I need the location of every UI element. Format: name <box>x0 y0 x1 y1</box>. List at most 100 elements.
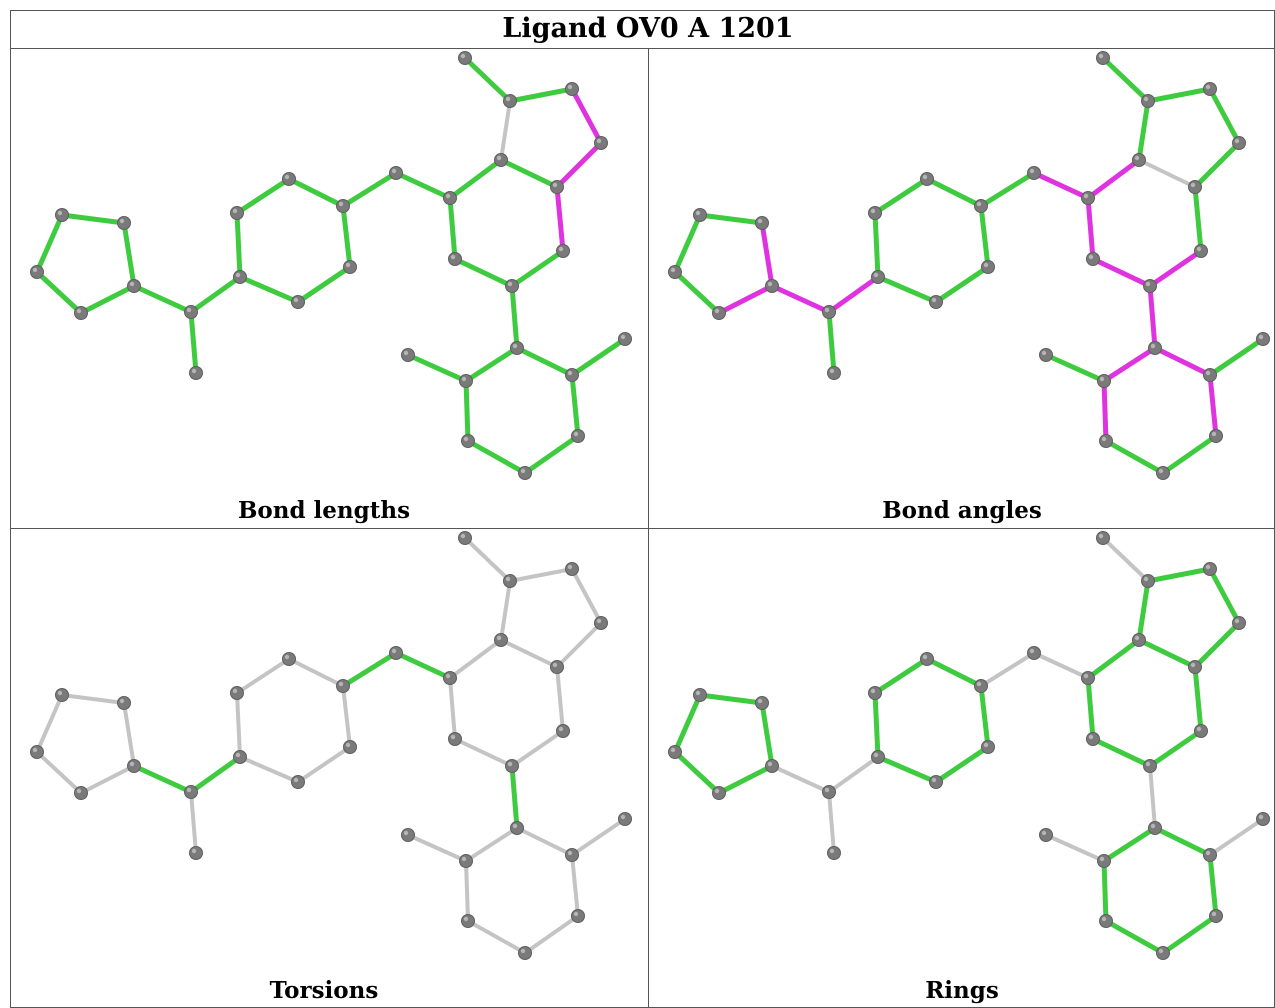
panel-bond-lengths <box>30 51 632 480</box>
atom-highlight <box>1083 673 1089 679</box>
panel-torsions <box>30 531 632 960</box>
atom-highlight <box>1143 96 1149 102</box>
atom-highlight <box>460 53 466 59</box>
atom <box>230 206 244 220</box>
bond <box>121 220 137 289</box>
bond <box>448 676 457 741</box>
bond <box>555 665 565 733</box>
atom-highlight <box>767 761 773 767</box>
atom <box>233 270 247 284</box>
atom <box>189 846 203 860</box>
bond <box>875 274 939 305</box>
figure-title: Ligand OV0 A 1201 <box>502 13 793 44</box>
atom <box>1099 914 1113 928</box>
bond <box>464 826 519 863</box>
atom <box>565 82 579 96</box>
bond <box>1160 433 1219 476</box>
bond <box>34 212 65 275</box>
bond <box>1085 675 1096 742</box>
atom <box>1027 646 1041 660</box>
atom <box>929 775 943 789</box>
atom-highlight <box>463 916 469 922</box>
bond <box>1147 728 1204 769</box>
atom <box>1081 191 1095 205</box>
atom-highlight <box>1211 431 1217 437</box>
atom <box>291 295 305 309</box>
bond <box>570 853 580 918</box>
atom <box>184 785 198 799</box>
atom <box>448 252 462 266</box>
atom-highlight <box>463 436 469 442</box>
atom-highlight <box>552 182 558 188</box>
atom-highlight <box>520 948 526 954</box>
bond <box>393 650 453 681</box>
atom <box>336 199 350 213</box>
atom-highlight <box>1099 376 1105 382</box>
atom <box>827 846 841 860</box>
bond <box>1101 858 1109 924</box>
atom-highlight <box>824 307 830 313</box>
bond <box>295 264 353 305</box>
atom <box>1209 909 1223 923</box>
bond <box>1192 664 1204 734</box>
bond <box>234 210 243 280</box>
atom <box>1148 821 1162 835</box>
atom-highlight <box>567 84 573 90</box>
atom <box>30 265 44 279</box>
atom <box>1081 671 1095 685</box>
atom-highlight <box>76 788 82 794</box>
atom-highlight <box>1041 830 1047 836</box>
atom <box>1141 94 1155 108</box>
atom-highlight <box>573 911 579 917</box>
bond <box>514 345 575 378</box>
bond <box>554 140 604 190</box>
atom-highlight <box>57 210 63 216</box>
atom <box>117 216 131 230</box>
atom-highlight <box>1088 254 1094 260</box>
bond <box>1103 438 1166 476</box>
atom <box>618 812 632 826</box>
atom-highlight <box>714 788 720 794</box>
atom <box>565 562 579 576</box>
atom-highlight <box>32 267 38 273</box>
bond <box>189 790 198 855</box>
bond <box>872 690 881 760</box>
atom-highlight <box>567 370 573 376</box>
bond <box>79 764 136 795</box>
atom <box>459 374 473 388</box>
atom-highlight <box>235 752 241 758</box>
bond <box>555 621 603 669</box>
bond <box>60 693 126 705</box>
atom <box>1188 660 1202 674</box>
atom-highlight <box>119 698 125 704</box>
atom <box>1156 466 1170 480</box>
atom <box>765 759 779 773</box>
bond <box>1207 336 1266 378</box>
atom <box>822 305 836 319</box>
atom <box>1188 180 1202 194</box>
bond <box>499 99 512 162</box>
atom <box>550 660 564 674</box>
atom-highlight <box>284 174 290 180</box>
atom-highlight <box>129 761 135 767</box>
bond <box>59 212 127 226</box>
atom <box>1132 153 1146 167</box>
bond <box>287 657 345 688</box>
atom-highlight <box>976 201 982 207</box>
atom <box>556 244 570 258</box>
bond <box>826 274 881 315</box>
atom <box>74 786 88 800</box>
atom <box>550 180 564 194</box>
atom <box>571 429 585 443</box>
atom <box>618 332 632 346</box>
atom <box>1099 434 1113 448</box>
atom-highlight <box>461 376 467 382</box>
atom <box>1086 252 1100 266</box>
atom-highlight <box>345 742 351 748</box>
atom-highlight <box>403 350 409 356</box>
atom <box>127 759 141 773</box>
atom-highlight <box>32 747 38 753</box>
atom-highlight <box>824 787 830 793</box>
atom <box>565 848 579 862</box>
bond <box>672 692 703 755</box>
